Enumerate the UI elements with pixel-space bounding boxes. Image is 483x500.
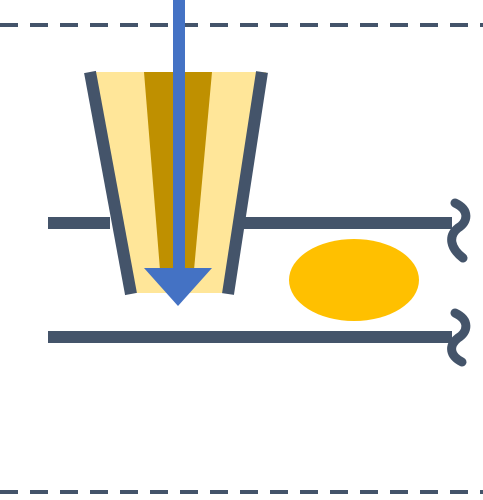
upper-break-mark-icon: [447, 198, 471, 263]
droplet-icon: [289, 239, 419, 321]
nozzle-right-wall: [222, 71, 268, 295]
lower-break-mark-icon: [447, 308, 471, 367]
down-arrow-icon: [144, 268, 212, 306]
nozzle-left-wall: [84, 70, 137, 296]
